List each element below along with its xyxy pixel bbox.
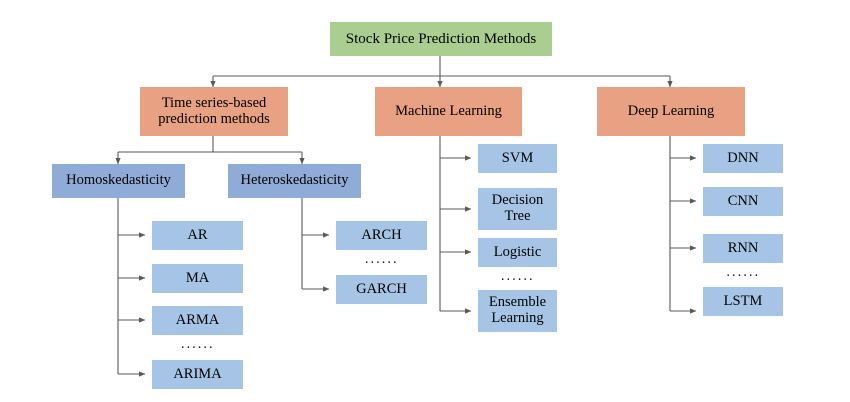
category-node-time-series[interactable]: Time series-based prediction methods <box>140 87 288 136</box>
leaf-node-label: GARCH <box>356 280 407 297</box>
leaf-node-rnn[interactable]: RNN <box>703 234 783 263</box>
leaf-node-label: SVM <box>501 149 534 166</box>
leaf-node-label: ARIMA <box>173 365 222 382</box>
leaf-node-label: DNN <box>727 149 759 166</box>
subcategory-node-homoskedasticity[interactable]: Homoskedasticity <box>52 164 185 198</box>
leaf-node-arma[interactable]: ARMA <box>152 306 243 335</box>
subcategory-node-heteroskedasticity[interactable]: Heteroskedasticity <box>228 164 361 198</box>
ellipsis-heteroskedasticity: ······ <box>364 256 399 271</box>
category-node-label: Machine Learning <box>395 102 502 119</box>
leaf-node-label: ARCH <box>361 226 402 243</box>
leaf-node-garch[interactable]: GARCH <box>336 275 427 304</box>
leaf-node-lstm[interactable]: LSTM <box>703 287 783 316</box>
category-node-deep-learning[interactable]: Deep Learning <box>597 87 745 136</box>
leaf-node-label: Logistic <box>493 243 542 260</box>
leaf-node-label: Ensemble Learning <box>488 294 547 326</box>
leaf-node-ma[interactable]: MA <box>152 264 243 293</box>
leaf-node-label: CNN <box>727 192 759 209</box>
leaf-node-svm[interactable]: SVM <box>478 144 557 173</box>
category-node-label: Time series-based prediction methods <box>158 94 270 127</box>
subcategory-node-label: Heteroskedasticity <box>240 172 349 189</box>
leaf-node-decision-tree[interactable]: Decision Tree <box>478 188 557 230</box>
ellipsis-machine-learning: ······ <box>500 273 535 288</box>
leaf-node-label: AR <box>187 226 208 243</box>
category-node-label: Deep Learning <box>627 102 715 119</box>
leaf-node-label: MA <box>185 269 210 286</box>
leaf-node-arch[interactable]: ARCH <box>336 221 427 250</box>
root-node-stock-price-prediction-methods[interactable]: Stock Price Prediction Methods <box>330 22 552 56</box>
leaf-node-logistic[interactable]: Logistic <box>478 238 557 267</box>
root-node-label: Stock Price Prediction Methods <box>345 30 537 47</box>
category-node-machine-learning[interactable]: Machine Learning <box>375 87 522 136</box>
leaf-node-cnn[interactable]: CNN <box>703 187 783 216</box>
ellipsis-deep-learning: ······ <box>726 269 760 284</box>
leaf-node-label: ARMA <box>175 311 220 328</box>
leaf-node-ar[interactable]: AR <box>152 221 243 250</box>
leaf-node-ensemble-learning[interactable]: Ensemble Learning <box>478 290 557 332</box>
subcategory-node-label: Homoskedasticity <box>66 172 171 189</box>
leaf-node-arima[interactable]: ARIMA <box>152 360 243 389</box>
leaf-node-label: LSTM <box>723 292 763 309</box>
leaf-node-dnn[interactable]: DNN <box>703 144 783 173</box>
leaf-node-label: Decision Tree <box>491 192 544 224</box>
leaf-node-label: RNN <box>727 239 759 256</box>
ellipsis-homoskedasticity: ······ <box>180 341 215 356</box>
